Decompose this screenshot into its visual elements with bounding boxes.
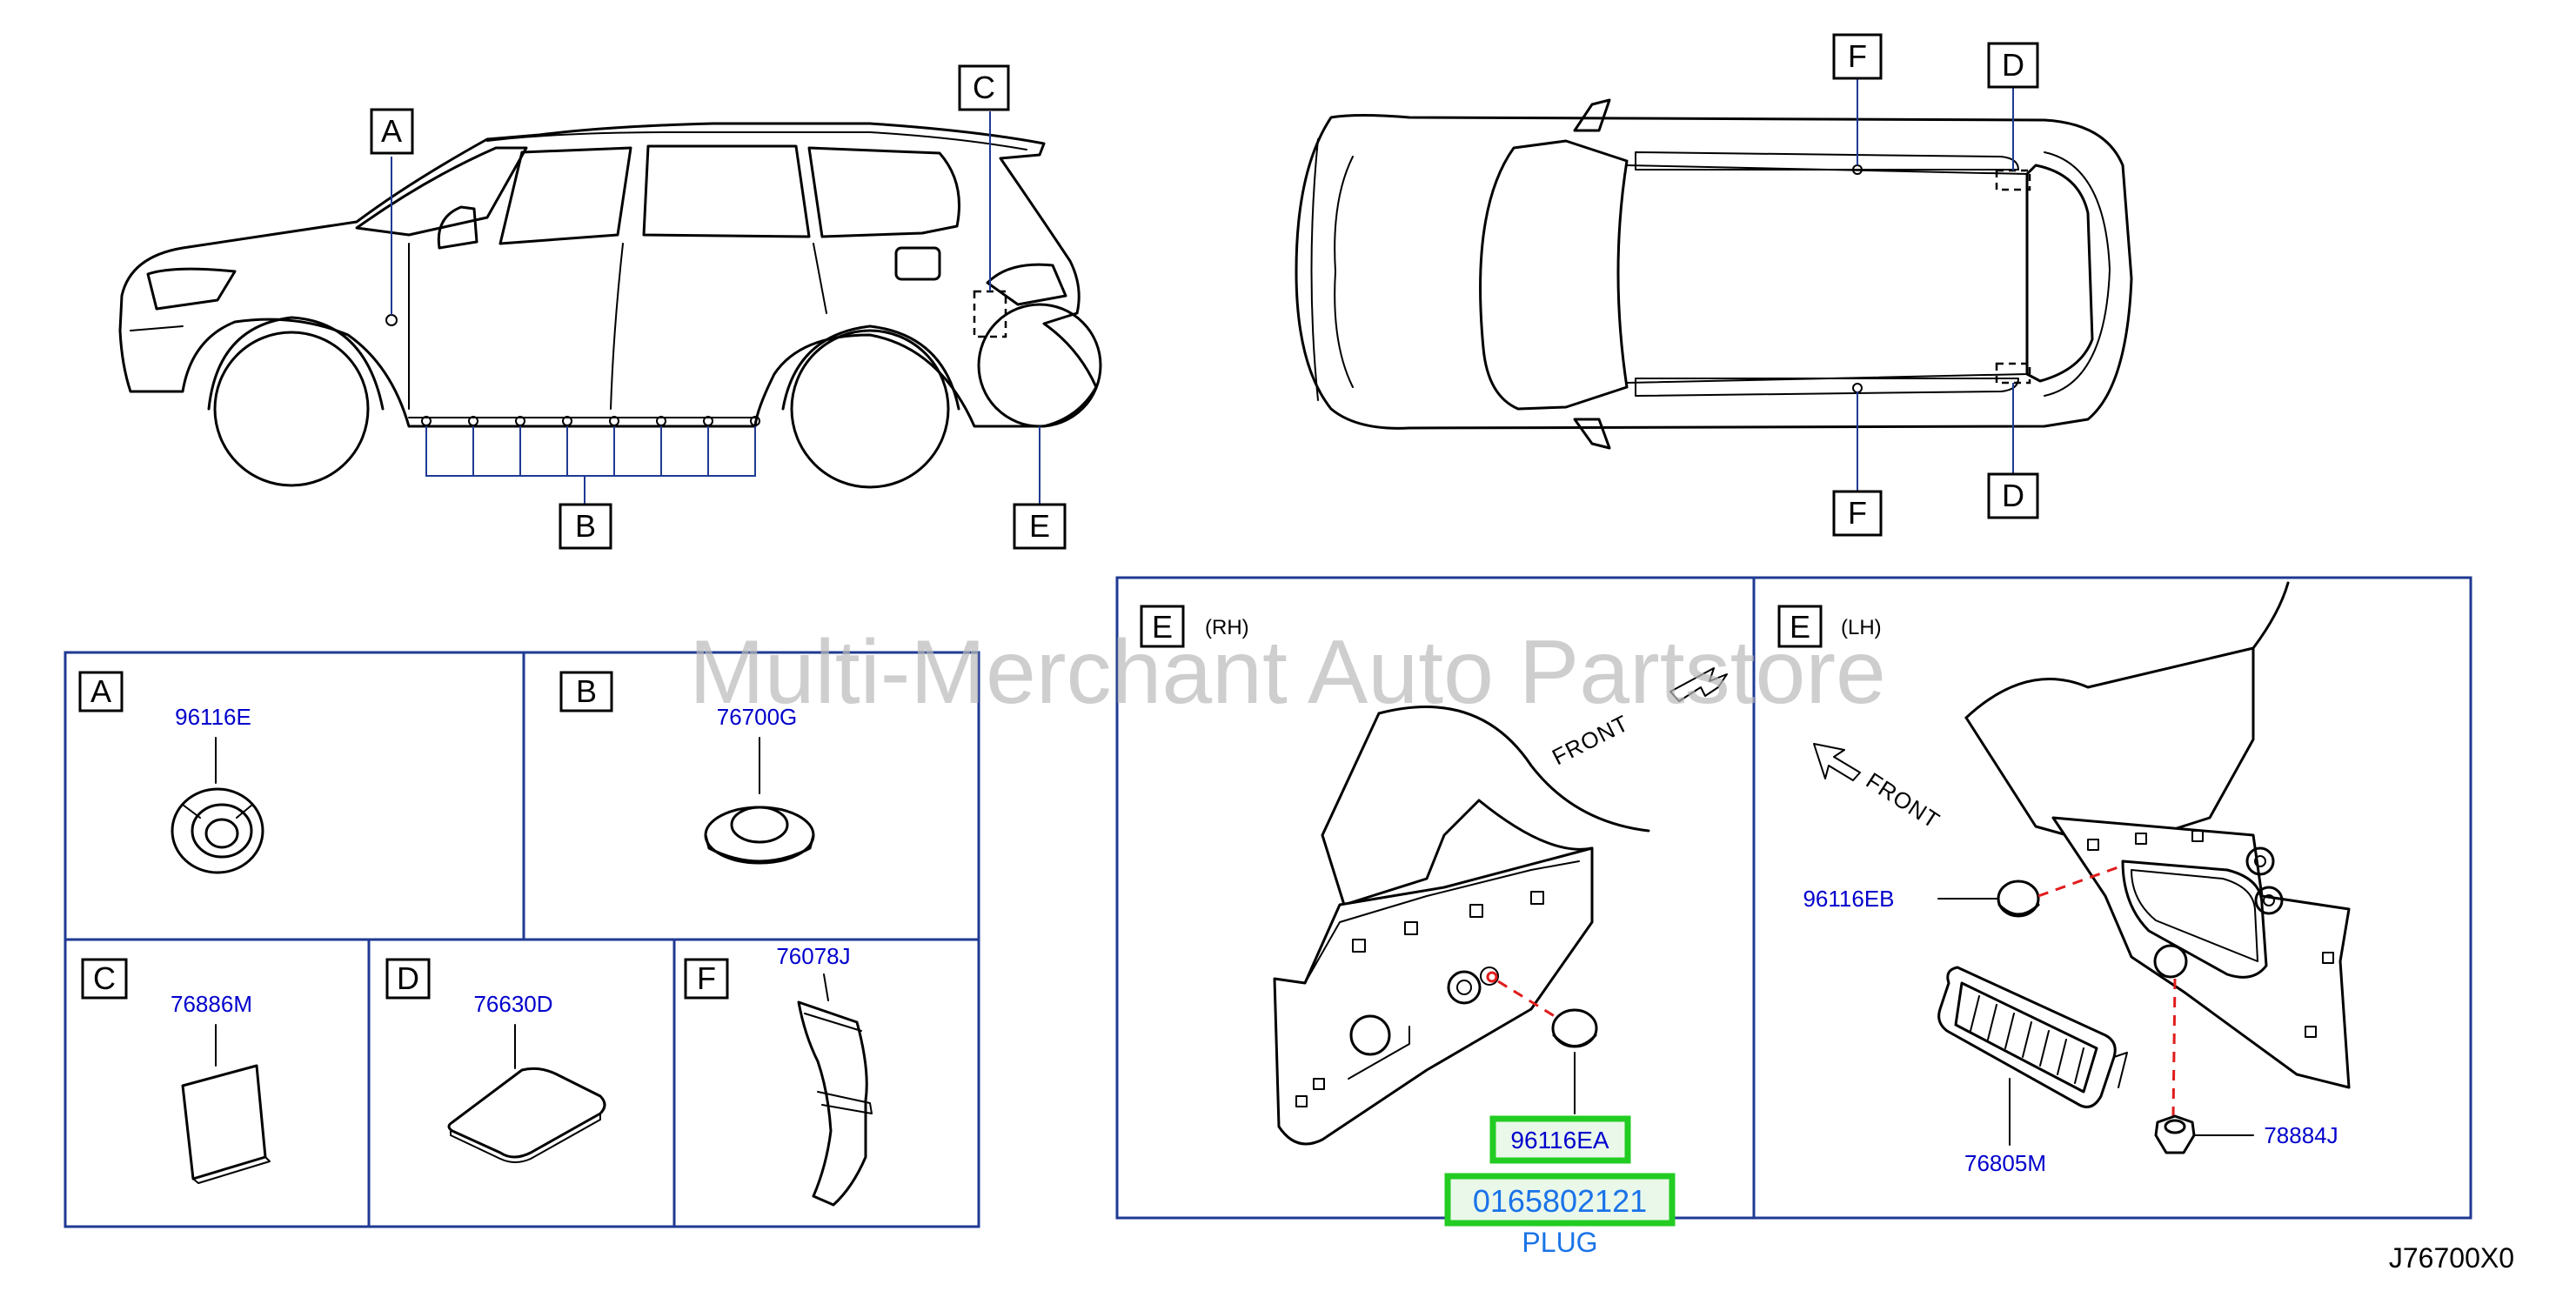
quarter-panel-rh-drawing [1273, 706, 1650, 1146]
part-number-76886m: 76886M [171, 991, 252, 1017]
clip-78884j-icon [2154, 1114, 2196, 1154]
svg-text:(RH): (RH) [1205, 616, 1249, 639]
detail-lh: E (LH) FRONT [1777, 581, 2351, 1176]
svg-text:96116EA: 96116EA [1510, 1127, 1609, 1154]
svg-text:A: A [381, 113, 402, 149]
pad-c-icon [181, 1064, 271, 1184]
svg-text:E: E [1790, 609, 1810, 645]
svg-text:D: D [2002, 47, 2024, 83]
grid-cell-b: B 76700G [559, 671, 815, 865]
part-number-78884j: 78884J [2264, 1122, 2338, 1148]
detail-rh: E (RH) FRONT [1140, 605, 1728, 1258]
highlight-part-96116ea: 96116EA [1489, 1115, 1631, 1164]
svg-text:C: C [93, 960, 116, 996]
grid-cell-a: A 96116E [78, 671, 264, 874]
svg-text:E: E [1152, 609, 1173, 645]
strip-f-icon [797, 1000, 873, 1207]
callout-f-bottom: F [1832, 490, 1883, 537]
part-number-76630d: 76630D [473, 991, 552, 1017]
svg-text:B: B [575, 508, 596, 544]
grid-cell-d: D 76630D [385, 958, 606, 1163]
watermark-text: Multi-Merchant Auto Partstore [689, 622, 1886, 723]
svg-text:F: F [1848, 38, 1867, 74]
svg-text:A: A [90, 673, 111, 709]
front-arrow-lh-icon [1813, 743, 1861, 781]
svg-text:B: B [576, 673, 597, 709]
svg-text:E: E [1029, 508, 1050, 544]
vehicle-side-view: A C B E [118, 64, 1102, 550]
front-direction-label-lh: FRONT [1862, 767, 1945, 834]
part-number-96116eb: 96116EB [1803, 886, 1894, 912]
highlight-plug-number: 0165802121 [1444, 1173, 1676, 1227]
part-number-76805m: 76805M [1964, 1150, 2046, 1176]
svg-text:F: F [697, 960, 716, 996]
callout-d-bottom: D [1987, 472, 2039, 519]
callout-a: A [370, 108, 414, 155]
grid-cell-f: F 76078J [684, 943, 873, 1207]
callout-c: C [958, 64, 1010, 111]
callout-e: E [1013, 503, 1067, 550]
svg-text:D: D [397, 960, 419, 996]
grid-cell-c: C 76886M [81, 958, 271, 1184]
pad-d-icon [447, 1067, 606, 1163]
grommet-a-icon [171, 787, 264, 874]
part-number-76700g: 76700G [717, 704, 798, 730]
svg-text:D: D [2002, 478, 2024, 513]
front-arrow-rh-icon [1669, 667, 1728, 702]
plug-96116eb-icon [1997, 880, 2040, 918]
quarter-panel-lh-drawing [1964, 581, 2351, 1089]
callout-d-top: D [1987, 42, 2039, 89]
svg-text:C: C [973, 70, 995, 105]
plug-b-icon [704, 806, 815, 865]
part-number-76078j: 76078J [776, 943, 850, 969]
callout-b: B [559, 503, 612, 550]
callout-f-top: F [1832, 33, 1883, 80]
detail-panel-e: E (RH) FRONT [1115, 576, 2472, 1258]
plug-96116ea-icon [1551, 1008, 1598, 1048]
svg-text:0165802121: 0165802121 [1473, 1183, 1647, 1219]
svg-text:F: F [1848, 495, 1867, 531]
svg-text:(LH): (LH) [1841, 616, 1882, 639]
sill-plug-row [421, 416, 760, 426]
plug-caption: PLUG [1522, 1227, 1597, 1258]
diagram-code: J76700X0 [2389, 1242, 2514, 1274]
part-number-96116e: 96116E [175, 704, 251, 730]
vehicle-top-view: F D F D [1295, 33, 2133, 537]
parts-grid: A 96116E B 76700G C [64, 651, 980, 1228]
vent-76805m-icon [1937, 966, 2128, 1108]
